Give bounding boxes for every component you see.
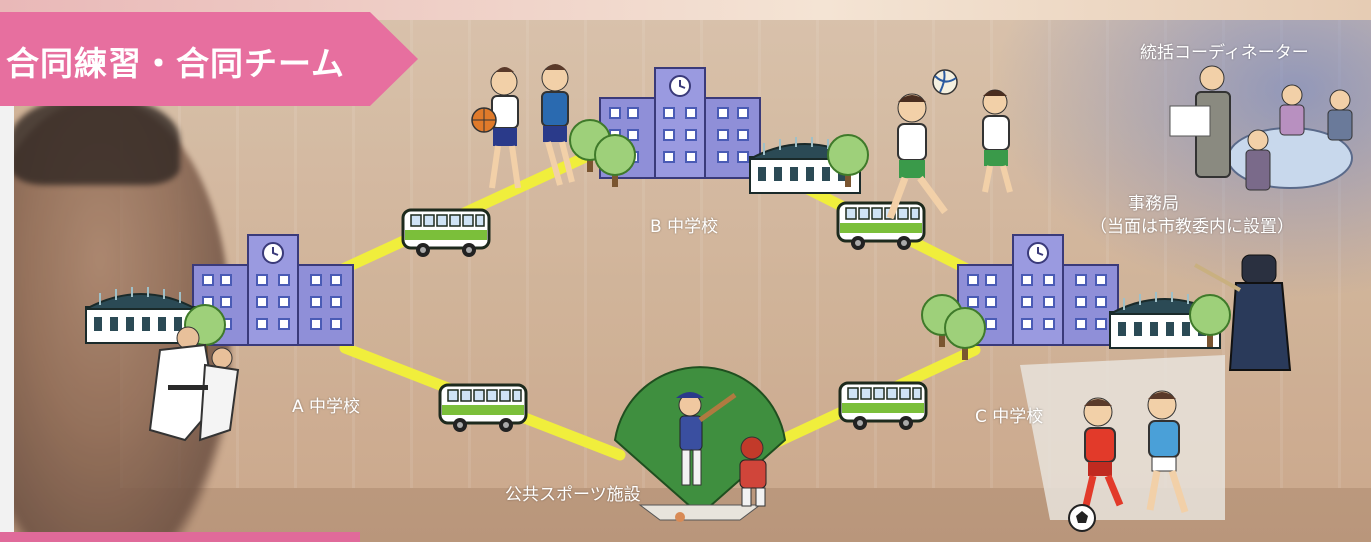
bus-icon	[401, 208, 491, 259]
background-person-hair	[10, 95, 180, 185]
page-title: 合同練習・合同チーム	[6, 44, 346, 83]
batter-figure	[676, 392, 737, 486]
soccer-ball-icon	[1068, 504, 1096, 532]
bus-icon	[838, 381, 928, 432]
volleyball-players	[886, 89, 1013, 220]
tree-icon	[594, 134, 636, 188]
school-a-label: A 中学校	[292, 397, 361, 417]
office-note-label: （当面は市教委内に設置）	[1090, 217, 1294, 237]
kendo-figure	[1194, 254, 1292, 371]
volleyball-icon	[932, 69, 958, 95]
soccer-players	[1081, 390, 1189, 514]
public-facility-label: 公共スポーツ施設	[505, 485, 641, 505]
catcher-figure	[739, 436, 767, 507]
basketball-players	[489, 64, 575, 189]
school-b-label: B 中学校	[650, 217, 719, 237]
coordinator-label: 統括コーディネーター	[1140, 43, 1309, 63]
soccer-field-bg	[1020, 355, 1225, 520]
coordinator-illustration	[1169, 65, 1353, 191]
basketball-icon	[471, 107, 497, 133]
judo-figures	[148, 326, 240, 442]
school-c-label: C 中学校	[975, 407, 1044, 427]
bus-icon	[438, 383, 528, 434]
bottom-accent	[0, 532, 360, 542]
title-banner	[0, 12, 418, 106]
left-edge-bar	[0, 100, 14, 542]
office-label: 事務局	[1128, 194, 1179, 214]
